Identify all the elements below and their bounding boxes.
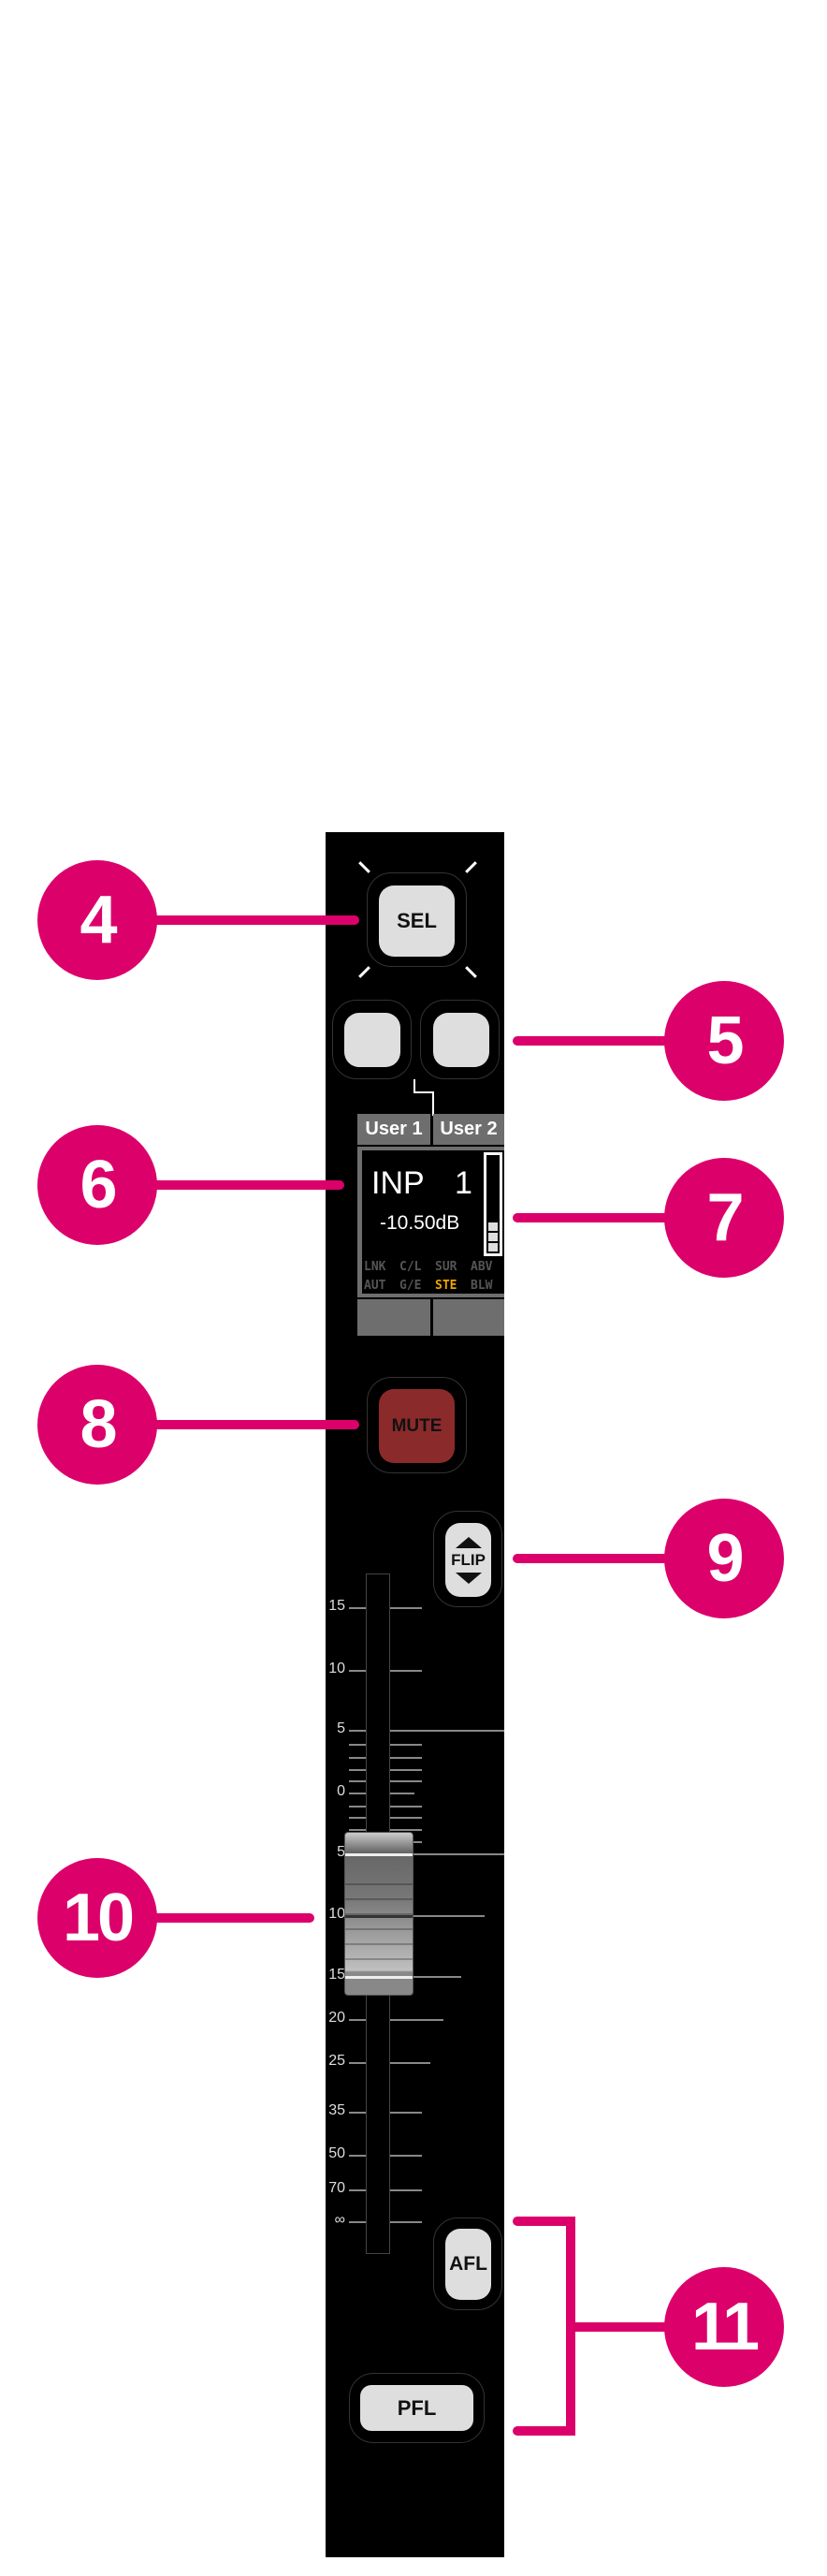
source-label: INP [371, 1165, 425, 1201]
scale-minor-tick [349, 1806, 366, 1808]
scale-minor-tick [390, 1829, 422, 1831]
callout-bracket-11 [513, 2217, 575, 2226]
callout-line-11 [571, 2322, 683, 2332]
callout-line-7 [513, 1213, 700, 1222]
scale-tick [349, 2062, 366, 2064]
callout-8: 8 [37, 1365, 157, 1485]
scale-tick [349, 2155, 366, 2157]
scale-tick [390, 1607, 422, 1609]
scale-label: 0 [337, 1783, 345, 1799]
scale-label: ∞ [334, 2212, 345, 2228]
scale-tick [390, 2062, 430, 2064]
scale-minor-tick [390, 1757, 422, 1759]
scale-tick [349, 2019, 366, 2021]
scale-tick [349, 2112, 366, 2114]
callout-10: 10 [37, 1858, 157, 1978]
scale-minor-tick [390, 1780, 422, 1782]
flag-sur: SUR [435, 1260, 457, 1274]
scale-label: 15 [328, 1967, 345, 1983]
channel-number: 1 [455, 1165, 472, 1201]
scale-label: 70 [328, 2180, 345, 2196]
sel-button[interactable]: SEL [379, 886, 455, 957]
scale-tick [349, 1793, 366, 1794]
flag-ge: G/E [399, 1279, 422, 1293]
scale-tick [390, 2112, 422, 2114]
scale-tick [349, 1730, 366, 1732]
scale-minor-tick [390, 1806, 422, 1808]
scale-label: 25 [328, 2053, 345, 2069]
callout-11: 11 [664, 2267, 784, 2387]
scale-tick [349, 1607, 366, 1609]
scale-minor-tick [390, 1769, 422, 1771]
callout-9: 9 [664, 1499, 784, 1618]
scale-tick [390, 1793, 414, 1794]
scale-minor-tick [349, 1780, 366, 1782]
pfl-button[interactable]: PFL [360, 2385, 473, 2431]
arrow-up-icon [455, 1536, 482, 1548]
scale-tick [390, 1670, 422, 1672]
scale-tick [349, 2221, 366, 2223]
fader-cap[interactable] [344, 1832, 414, 1996]
flip-button[interactable]: FLIP [445, 1523, 491, 1597]
callout-line-10 [140, 1913, 314, 1923]
scale-minor-tick [390, 1817, 422, 1819]
scale-minor-tick [349, 1757, 366, 1759]
tab-user-1[interactable]: User 1 [357, 1114, 430, 1145]
scale-minor-tick [349, 1744, 366, 1746]
scale-tick [349, 1670, 366, 1672]
scale-label: 15 [328, 1598, 345, 1614]
scale-tick [390, 1853, 504, 1855]
mute-button[interactable]: MUTE [379, 1389, 455, 1463]
flag-ste: STE [435, 1279, 457, 1293]
callout-4: 4 [37, 860, 157, 980]
callout-line-4 [140, 915, 359, 925]
scale-tick [390, 1915, 485, 1917]
user-key-1[interactable] [344, 1013, 400, 1067]
flag-blw: BLW [471, 1279, 493, 1293]
callout-6: 6 [37, 1125, 157, 1245]
flag-lnk: LNK [364, 1260, 386, 1274]
callout-5: 5 [664, 981, 784, 1101]
scale-tick [390, 1976, 461, 1978]
scale-label: 10 [328, 1661, 345, 1676]
flag-abv: ABV [471, 1260, 493, 1274]
callout-line-5 [513, 1036, 700, 1046]
scale-label: 35 [328, 2102, 345, 2118]
level-meter [484, 1152, 502, 1256]
scale-label: 50 [328, 2145, 345, 2161]
level-meter-fill [488, 1222, 498, 1251]
scale-tick [390, 2155, 422, 2157]
scale-label: 5 [337, 1720, 345, 1736]
display-soft-key-1[interactable] [357, 1299, 430, 1336]
scale-label: 5 [337, 1844, 345, 1860]
scale-tick [390, 2221, 422, 2223]
scale-minor-tick [390, 1744, 422, 1746]
arrow-down-icon [455, 1572, 482, 1584]
flag-cl: C/L [399, 1260, 422, 1274]
callout-7: 7 [664, 1158, 784, 1278]
flip-label: FLIP [451, 1550, 486, 1569]
user-key-2[interactable] [433, 1013, 489, 1067]
callout-line-6 [140, 1180, 344, 1190]
gain-readout: -10.50dB [380, 1212, 460, 1234]
channel-display [357, 1147, 504, 1297]
scale-tick [390, 1730, 504, 1732]
flag-aut: AUT [364, 1279, 386, 1293]
afl-button[interactable]: AFL [445, 2229, 491, 2300]
tab-user-2[interactable]: User 2 [433, 1114, 504, 1145]
scale-minor-tick [349, 1769, 366, 1771]
connector-line [414, 1079, 434, 1116]
scale-tick [390, 2019, 443, 2021]
scale-tick [390, 2189, 422, 2191]
callout-line-9 [513, 1554, 700, 1563]
scale-label: 20 [328, 2010, 345, 2026]
scale-minor-tick [349, 1829, 366, 1831]
scale-label: 10 [328, 1906, 345, 1922]
callout-bracket-11 [513, 2426, 575, 2436]
scale-tick [349, 2189, 366, 2191]
callout-line-8 [140, 1420, 359, 1429]
display-soft-key-2[interactable] [433, 1299, 504, 1336]
scale-minor-tick [349, 1817, 366, 1819]
